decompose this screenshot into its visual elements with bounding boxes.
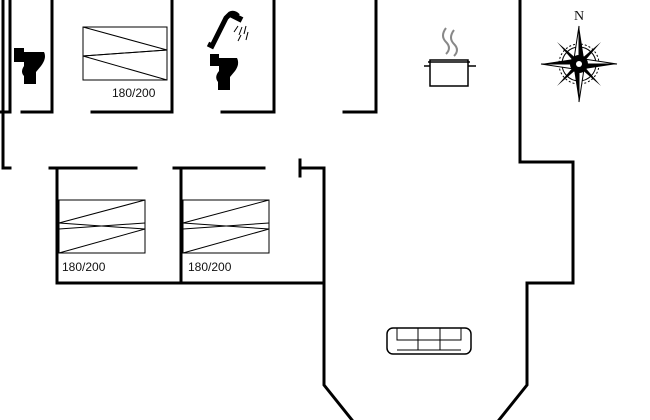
toilet-icon (210, 54, 239, 90)
north-label: N (574, 9, 584, 24)
stove-pot-icon (424, 27, 476, 87)
bed-lower-right: 180/200 (182, 199, 270, 274)
shower-icon (206, 10, 249, 50)
bed-size-label: 180/200 (62, 260, 106, 274)
bed-size-label: 180/200 (188, 260, 232, 274)
sofa-icon (386, 327, 472, 355)
bed-lower-left: 180/200 (58, 199, 146, 274)
bed-size-label: 180/200 (112, 86, 156, 100)
compass-rose-icon: N (540, 9, 618, 103)
bed-top: 180/200 (82, 26, 168, 100)
walls (0, 0, 575, 420)
toilet-icon (14, 48, 45, 84)
